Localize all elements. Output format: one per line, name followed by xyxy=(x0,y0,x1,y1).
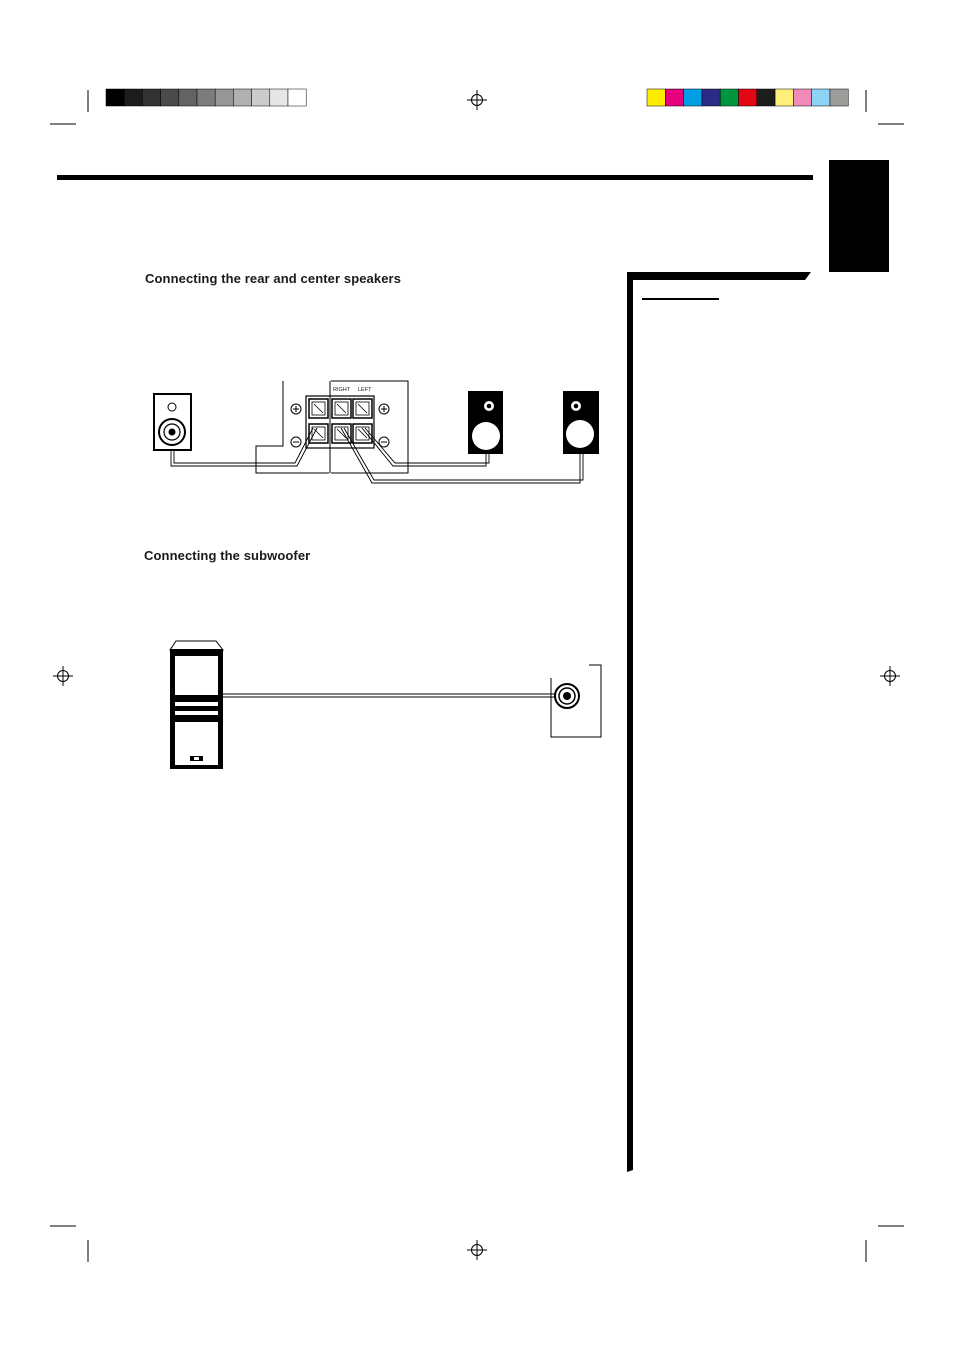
header-rule xyxy=(57,175,813,180)
sidebar-header-bar xyxy=(627,272,811,280)
registration-mark-bottom xyxy=(467,1240,487,1260)
section-heading-subwoofer: Connecting the subwoofer xyxy=(144,548,311,563)
sidebar-subrule xyxy=(642,298,719,300)
subwoofer-output-jack xyxy=(550,664,602,738)
registration-mark-top xyxy=(467,90,487,110)
registration-mark-right xyxy=(880,666,900,686)
color-swatch xyxy=(287,88,307,107)
sidebar-rule xyxy=(627,280,633,1170)
speaker-wires xyxy=(170,427,584,484)
rear-speaker-right xyxy=(468,391,503,454)
subwoofer-cable xyxy=(223,693,562,698)
color-swatch xyxy=(829,88,849,107)
grayscale-bar xyxy=(105,88,307,107)
terminal-label-right: RIGHT xyxy=(333,387,351,393)
polarity-symbols xyxy=(290,403,390,448)
section-heading-rear-center: Connecting the rear and center speakers xyxy=(145,271,402,286)
color-bar xyxy=(646,88,849,107)
page-tab xyxy=(829,160,889,272)
center-speaker xyxy=(153,393,192,451)
terminals xyxy=(308,398,373,444)
subwoofer xyxy=(169,640,225,769)
terminal-label-left: LEFT xyxy=(358,387,372,393)
rear-speaker-left xyxy=(563,391,599,454)
registration-mark-left xyxy=(53,666,73,686)
